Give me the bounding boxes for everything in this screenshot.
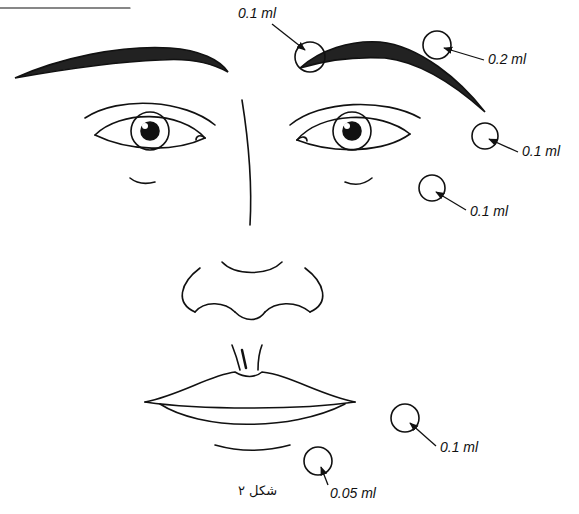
dose-label: 0.05 ml: [330, 486, 376, 501]
dose-label: 0.1 ml: [440, 440, 478, 455]
dose-label: 0.1 ml: [470, 204, 508, 219]
dose-label: 0.1 ml: [238, 6, 276, 21]
dose-label: 0.2 ml: [488, 52, 526, 67]
figure-caption: شكل ٢: [238, 484, 277, 498]
dose-label: 0.1 ml: [522, 144, 560, 159]
